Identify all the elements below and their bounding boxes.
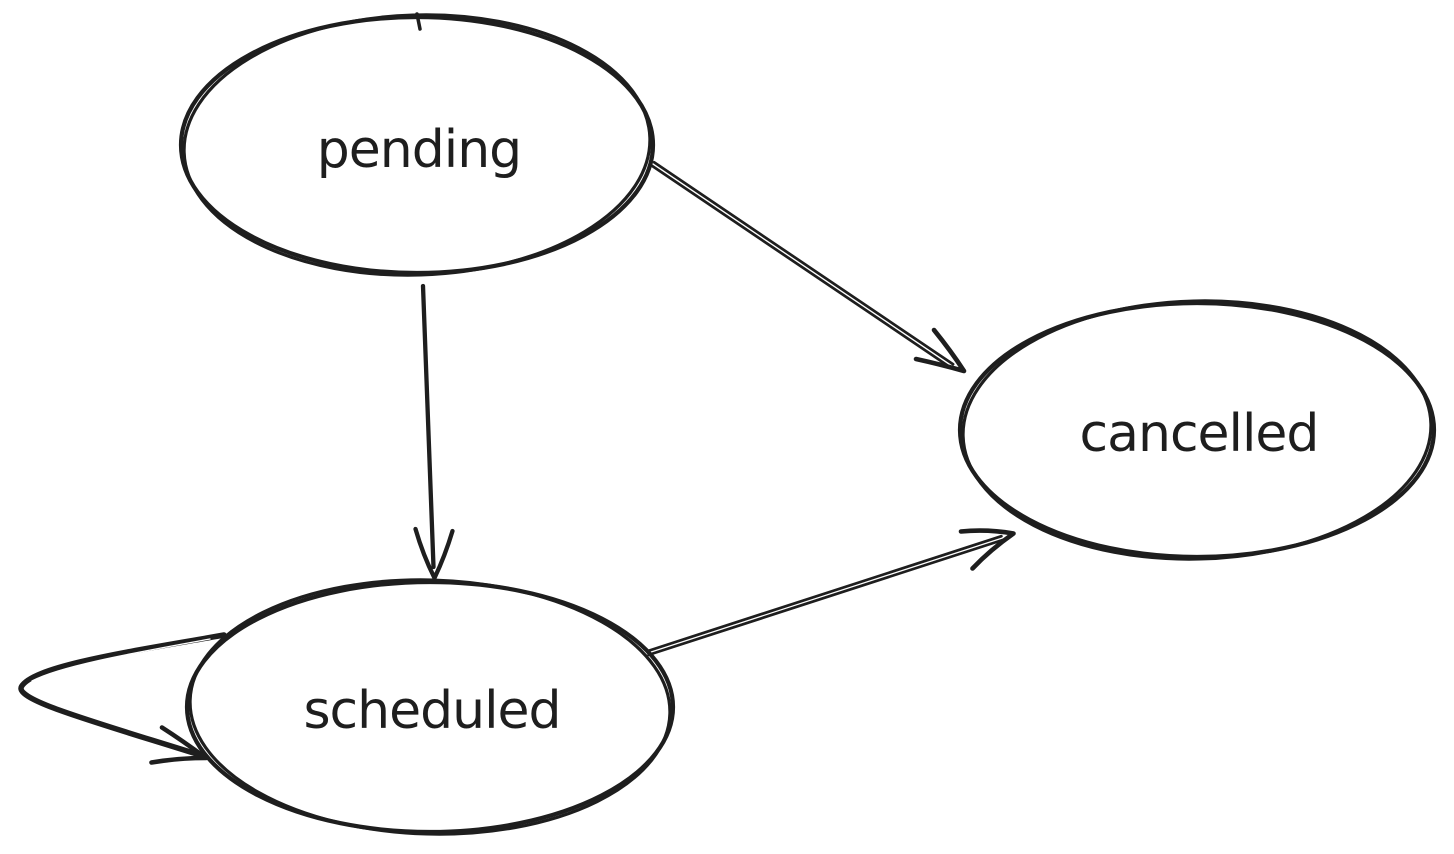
edge-pending-to-cancelled-line-overdraw: [652, 160, 955, 366]
edge-pending-to-cancelled-line: [650, 164, 953, 370]
edge-pending-to-scheduled-arrowhead: [413, 526, 455, 581]
edge-scheduled-self-loop-arrowhead: [149, 725, 209, 765]
node-scheduled-shape: [184, 579, 676, 835]
edge-pending-to-cancelled-arrowhead: [913, 327, 967, 374]
edge-scheduled-self-loop-line: [18, 632, 227, 759]
edge-pending-to-scheduled: [413, 283, 455, 581]
node-cancelled-label: cancelled: [1080, 404, 1319, 464]
edge-scheduled-to-cancelled-line-overdraw: [646, 534, 1003, 653]
node-cancelled-shape-overdraw: [961, 299, 1433, 561]
edge-pending-to-scheduled-line: [420, 283, 436, 570]
edge-scheduled-self-loop-line-highlight: [31, 638, 211, 682]
node-pending-label: pending: [317, 120, 521, 180]
node-pending: [178, 12, 656, 277]
edge-scheduled-to-cancelled-line: [647, 538, 1004, 657]
edge-scheduled-to-cancelled: [646, 528, 1016, 657]
node-cancelled-shape: [957, 300, 1437, 560]
edge-pending-to-cancelled: [650, 160, 967, 374]
edge-scheduled-to-cancelled-arrowhead: [958, 528, 1016, 571]
node-pending-pen-tick: [415, 12, 422, 31]
node-scheduled-label: scheduled: [303, 681, 560, 741]
node-scheduled-shape-overdraw: [188, 578, 672, 836]
node-cancelled: [957, 299, 1437, 561]
node-scheduled: [184, 578, 676, 836]
edge-scheduled-self-loop: [18, 632, 227, 765]
node-pending-shape-overdraw: [182, 13, 652, 277]
